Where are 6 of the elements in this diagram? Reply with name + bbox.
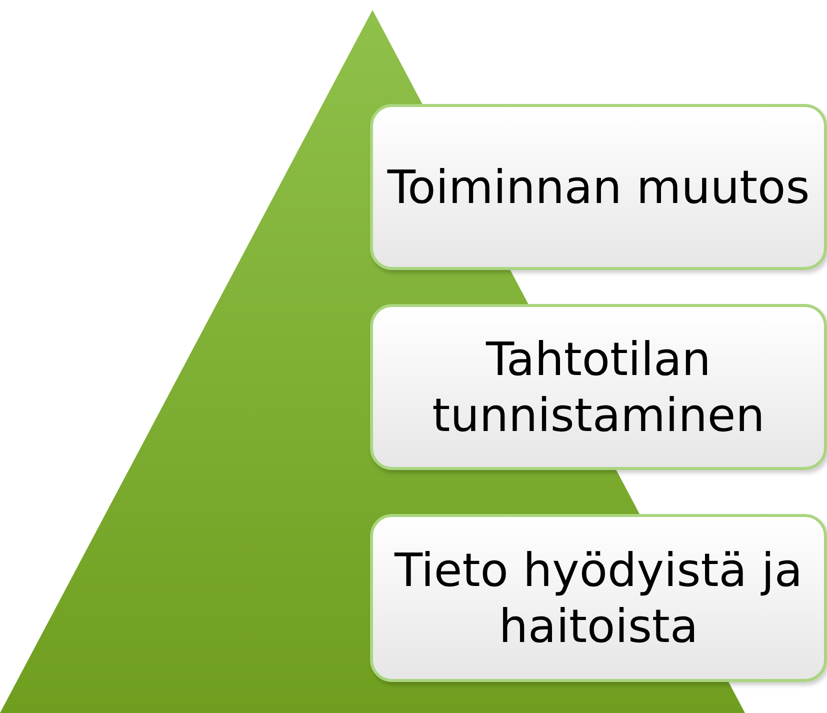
box-label: Toiminnan muutos bbox=[387, 159, 810, 215]
level-box bbox=[370, 514, 827, 682]
level-box bbox=[370, 304, 827, 470]
level-box bbox=[370, 104, 827, 270]
box-label: Tieto hyödyistä ja haitoista bbox=[393, 542, 804, 654]
box-label: Tahtotilan tunnistaminen bbox=[431, 331, 766, 443]
